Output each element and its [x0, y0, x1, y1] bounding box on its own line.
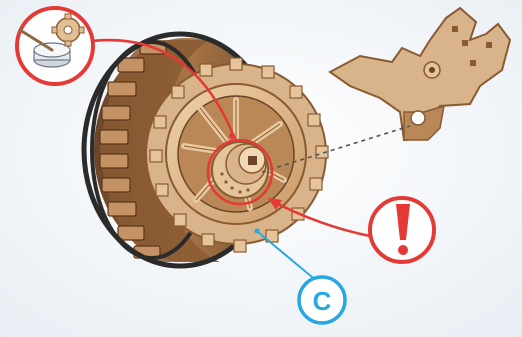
- axle-hub: [212, 142, 268, 198]
- part-label-c: C: [313, 286, 332, 316]
